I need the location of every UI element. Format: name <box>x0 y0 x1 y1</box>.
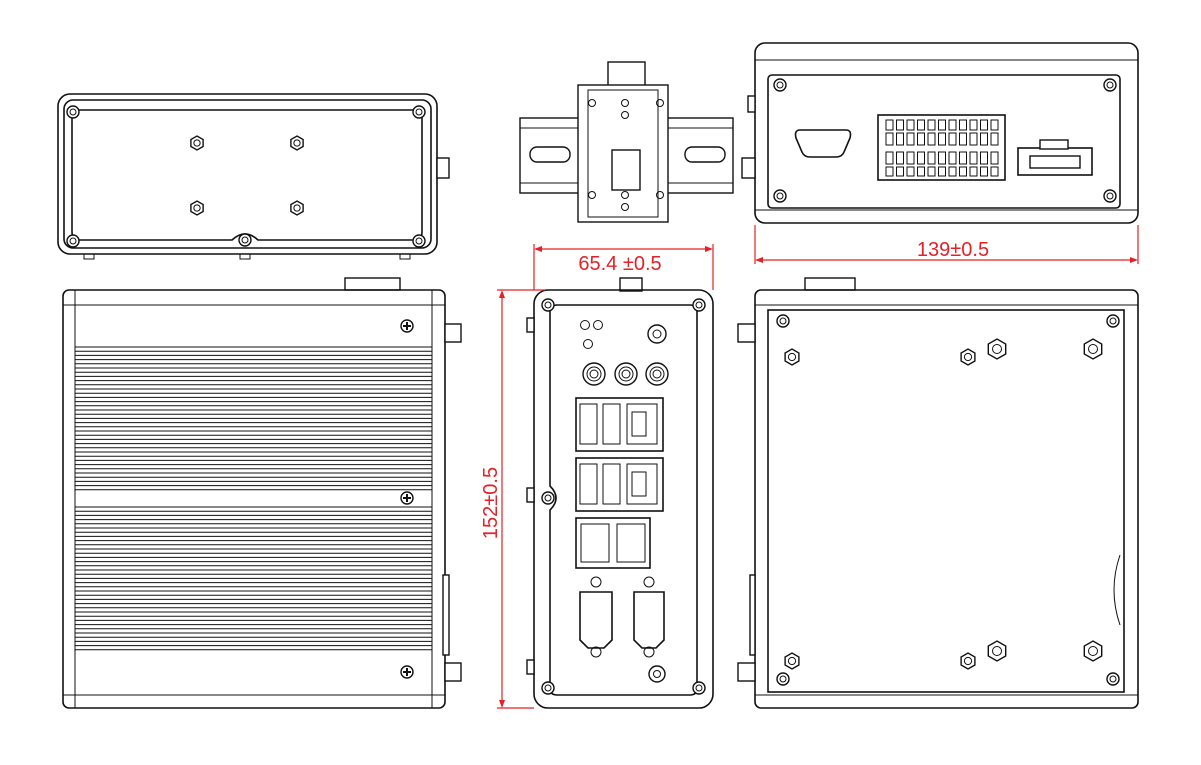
vga-port <box>579 591 613 649</box>
hex-nut-icon <box>190 135 204 151</box>
hex-nut-icon <box>290 200 304 216</box>
hex-nut-icon <box>1083 338 1103 360</box>
screw-icon <box>412 105 426 119</box>
phillips-screw-icon <box>400 491 414 505</box>
terminal-block <box>877 114 1006 181</box>
width-dimension-label: 65.4 ±0.5 <box>578 253 661 275</box>
height-dimension-label: 152±0.5 <box>480 467 502 539</box>
hex-nut-icon <box>784 652 800 670</box>
hex-nut-icon <box>960 348 976 366</box>
din-rail-clip-view <box>519 61 734 223</box>
antenna-connector <box>614 362 638 386</box>
screw-icon <box>1103 78 1117 92</box>
antenna-connector <box>582 362 606 386</box>
right-side-view <box>737 277 1139 709</box>
rear-view <box>741 42 1139 224</box>
screw-icon <box>541 491 555 505</box>
depth-dimension <box>754 225 1139 264</box>
hex-nut-icon <box>987 338 1007 360</box>
bottom-view <box>57 93 450 260</box>
left-side-view <box>62 277 462 709</box>
usb-lan-port-block <box>575 457 664 512</box>
phillips-screw-icon <box>400 319 414 333</box>
screw-icon <box>412 234 426 248</box>
width-dimension <box>533 244 714 290</box>
screw-icon <box>541 298 555 312</box>
front-view <box>526 277 714 709</box>
hex-nut-icon <box>784 348 800 366</box>
hex-nut-icon <box>987 640 1007 662</box>
lan-port-block <box>575 517 651 569</box>
screw-icon <box>238 233 252 247</box>
antenna-connector <box>645 362 669 386</box>
screw-icon <box>541 681 555 695</box>
db9-serial-port <box>794 129 852 158</box>
hex-nut-icon <box>290 135 304 151</box>
com-port <box>633 591 665 649</box>
screw-icon <box>773 78 787 92</box>
screw-icon <box>1103 189 1117 203</box>
screw-icon <box>1106 314 1120 328</box>
hex-nut-icon <box>1083 640 1103 662</box>
screw-icon <box>692 681 706 695</box>
screw-icon <box>1106 672 1120 686</box>
depth-dimension-label: 139±0.5 <box>917 239 989 261</box>
screw-icon <box>776 672 790 686</box>
screw-icon <box>773 189 787 203</box>
screw-icon <box>66 105 80 119</box>
usb-lan-port-block <box>575 397 664 452</box>
screw-icon <box>66 234 80 248</box>
hex-nut-icon <box>190 200 204 216</box>
screw-icon <box>776 314 790 328</box>
phillips-screw-icon <box>400 665 414 679</box>
screw-icon <box>692 298 706 312</box>
hex-nut-icon <box>960 652 976 670</box>
height-dimension <box>497 289 545 709</box>
